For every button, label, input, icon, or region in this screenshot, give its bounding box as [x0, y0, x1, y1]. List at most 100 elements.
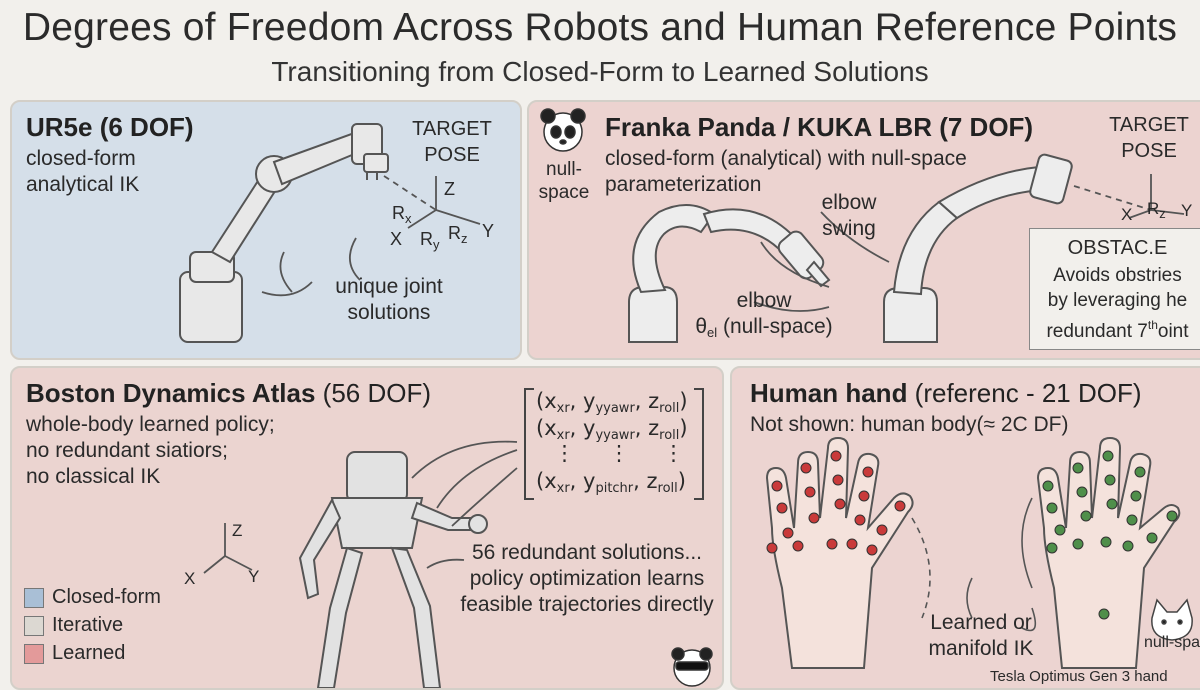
joint-dot: [876, 524, 888, 536]
hand-title-rest: (referenc - 21 DOF): [907, 378, 1142, 408]
joint-dot: [832, 474, 844, 486]
atlas-desc-line2: no redundant siatiors;: [26, 439, 228, 462]
ur5e-note-line1: unique joint: [335, 275, 443, 298]
franka-target-label: TARGET POSE: [1107, 112, 1191, 164]
joint-dot: [1130, 490, 1142, 502]
legend-swatch: [24, 587, 44, 608]
matrix-row-1: (xxr, yyyawr, zroll): [536, 388, 688, 422]
ur5e-ry-r: R: [420, 229, 433, 249]
joint-dot: [830, 450, 842, 462]
hand-joints-manifold: [1042, 450, 1178, 620]
obstacle-box: OBSTAC.E Avoids obstries by leveraging h…: [1029, 228, 1200, 350]
dots-1: ⋮: [554, 441, 575, 465]
joint-dot: [894, 500, 906, 512]
atlas-axis-x: X: [184, 569, 196, 588]
legend-label: Closed-form: [52, 586, 161, 608]
hand-title: Human hand (referenc - 21 DOF): [750, 378, 1142, 409]
ur5e-axis-z: Z: [444, 179, 455, 199]
joint-dot: [1166, 510, 1178, 522]
hand-note-line2: manifold IK: [928, 637, 1034, 660]
legend-item: Iterative: [24, 614, 123, 637]
ur5e-axis-ry: Ry: [420, 226, 440, 258]
joint-dot: [1100, 536, 1112, 548]
obstacle-line1: Avoids obstries: [1053, 265, 1182, 286]
m1-f: roll: [659, 401, 680, 416]
panel-ur5e: UR5e (6 DOF) closed-form analytical IK T…: [10, 100, 522, 360]
ur5e-desc-line2: analytical IK: [26, 173, 140, 196]
ur5e-rx-r: R: [392, 203, 405, 223]
franka-elbow-label: elbow θel (null-space): [679, 288, 849, 346]
franka-null-line1: null-: [546, 159, 582, 180]
atlas-note-line3: feasible trajectories directly: [460, 593, 714, 616]
hand-caption: Tesla Optimus Gen 3 hand: [990, 668, 1168, 685]
legend-swatch: [24, 643, 44, 664]
franka-elbow-rest: (null-space): [717, 315, 833, 338]
m1-e: , z: [634, 389, 660, 413]
m3-b: xr: [556, 481, 570, 496]
page-subtitle: Transitioning from Closed-Form to Learne…: [271, 56, 929, 87]
panel-franka-kuka: null- space Franka Panda / KUKA LBR (7 D…: [527, 100, 1200, 360]
hand-note: Learned or manifold IK: [916, 610, 1046, 662]
joint-dot: [1046, 502, 1058, 514]
obstacle-line2: by leveraging he: [1047, 290, 1188, 311]
franka-null-space-label: null- space: [533, 158, 595, 204]
matrix-right-bracket: [694, 388, 704, 500]
joint-dot: [800, 462, 812, 474]
panel-atlas: Boston Dynamics Atlas (56 DOF) whole-bod…: [10, 366, 724, 690]
matrix-row-3: (xxr, ypitchr, zroll): [536, 468, 686, 502]
ur5e-axis-rz: Rz: [448, 220, 468, 252]
ur5e-ry-sub: y: [433, 237, 440, 252]
sunglasses-panda-icon: [671, 647, 713, 687]
obstacle-note: Avoids obstries by leveraging he redunda…: [1030, 263, 1200, 344]
franka-desc-line2: parameterization: [605, 173, 762, 196]
hand-joints-learned: [766, 450, 906, 556]
m2-e: , z: [634, 416, 660, 440]
m3-d: pitchr: [595, 481, 634, 496]
matrix-left-bracket: [524, 388, 534, 500]
m3-e: , z: [633, 469, 658, 493]
joint-dot: [1054, 524, 1066, 536]
m2-d: yyawr: [595, 428, 635, 443]
obstacle-line3-sup: th: [1147, 318, 1158, 332]
obstacle-line3: redundant 7thoint: [1030, 313, 1200, 344]
m2-f: roll: [659, 428, 680, 443]
ur5e-rz-r: R: [448, 223, 461, 243]
legend-item: Learned: [24, 642, 125, 665]
joint-dot: [776, 502, 788, 514]
franka-theta: θ: [695, 315, 707, 338]
atlas-title-bold: Boston Dynamics Atlas: [26, 378, 316, 408]
ur5e-axis-rx: Rx: [392, 200, 412, 232]
joint-dot: [858, 490, 870, 502]
m3-c: , y: [569, 469, 596, 493]
ur5e-target-line2: POSE: [424, 144, 480, 166]
franka-axis-y: Y: [1181, 201, 1193, 220]
ur5e-axis-y: Y: [482, 221, 495, 241]
ur5e-rx-sub: x: [405, 211, 412, 226]
franka-arms-illustration: [540, 108, 1185, 343]
panda-icon: [540, 108, 586, 152]
ur5e-note-line2: solutions: [347, 301, 431, 324]
atlas-note-line1: 56 redundant solutions...: [472, 541, 702, 564]
atlas-desc-line3: no classical IK: [26, 465, 161, 488]
matrix-row-dots: ⋮ ⋮ ⋮: [554, 440, 684, 467]
m3-a: (x: [536, 469, 557, 493]
ur5e-arm-illustration: [179, 123, 481, 343]
joint-dot: [1042, 480, 1054, 492]
ur5e-desc-line1: closed-form: [26, 147, 136, 170]
m2-b: xr: [556, 428, 570, 443]
m1-b: xr: [556, 401, 570, 416]
joint-dot: [792, 540, 804, 552]
m1-c: , y: [569, 389, 596, 413]
legend-swatch: [24, 615, 44, 636]
m1-d: yyawr: [595, 401, 635, 416]
franka-elbow-swing-label: elbow swing: [809, 190, 889, 242]
franka-rz-sub: z: [1159, 206, 1166, 221]
joint-dot: [766, 542, 778, 554]
joint-dot: [866, 544, 878, 556]
cat-icon: [1151, 598, 1193, 641]
hand-null-space-label: null-space: [1144, 634, 1200, 651]
matrix-row-2: (xxr, yyyawr, zroll): [536, 415, 688, 449]
joint-dot: [854, 514, 866, 526]
ur5e-target-line1: TARGET: [412, 118, 492, 140]
panel-human-hand: Human hand (referenc - 21 DOF) Not shown…: [730, 366, 1200, 690]
